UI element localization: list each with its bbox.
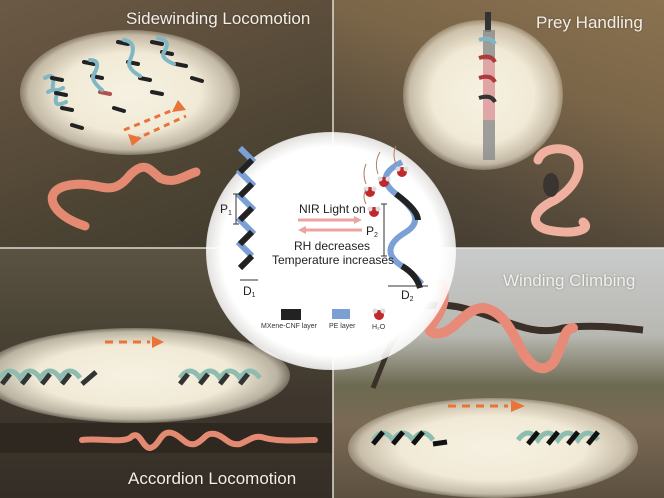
panel-title-accordion: Accordion Locomotion [128,469,297,488]
label-reverse-condition: RH decreases Temperature increases [272,239,395,267]
legend-label-pe: PE layer [329,323,356,330]
legend-label-mxene: MXene-CNF layer [261,323,318,330]
helix-schematic [233,145,428,320]
helix-right [382,159,425,289]
legend-swatch-mxene [281,309,301,320]
label-diameter-1: D1 [243,284,256,299]
accordion-diagram [0,336,318,452]
water-molecules [363,145,409,217]
label-pitch-2: P2 [366,224,378,239]
legend-swatch-pe [332,309,350,319]
label-diameter-2: D2 [401,288,414,303]
highlight-glow [348,398,638,498]
panel-accordion: Accordion Locomotion [0,248,333,498]
snake-body [47,162,201,231]
center-mechanism-diagram: NIR Light on RH decreases Temperature in… [206,132,456,370]
helix-row-1 [43,74,84,130]
label-rh-decreases: RH decreases [293,239,371,253]
panel-title-winding-climbing: Winding Climbing [503,271,636,290]
legend-label-h2o: H₂O [372,324,386,331]
label-temperature-increases: Temperature increases [272,253,395,267]
helix-left [235,145,257,271]
label-pitch-1: P1 [220,202,232,217]
sidewinding-diagram [43,36,204,231]
panel-title-sidewinding: Sidewinding Locomotion [126,9,311,28]
label-nir-light-on: NIR Light on [299,202,366,216]
panel-title-prey-handling: Prey Handling [536,13,643,32]
prey-handling-diagram [478,12,590,237]
panel-sidewinding: Sidewinding Locomotion [0,0,333,248]
